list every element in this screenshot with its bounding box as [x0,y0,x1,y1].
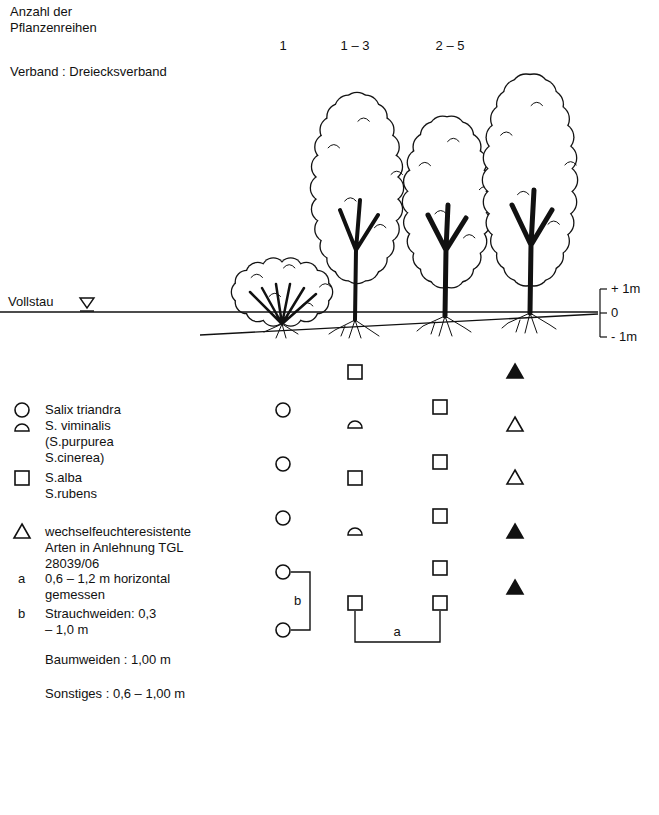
water-level-label: Vollstau [8,294,54,310]
dimension-key: a [18,571,25,587]
column-number: 2 – 5 [436,38,465,54]
ground-line [200,314,598,335]
water-level-symbol [80,298,94,308]
legend-text: S.alba S.rubens [45,470,107,502]
legend-symbols [14,403,30,538]
bond-type: Verband : Dreiecksverband [10,64,167,80]
height-scale [600,289,607,337]
dimension-note: Strauchweiden: 0,3 – 1,0 m [45,606,157,638]
scale-label: - 1m [611,329,637,345]
column-number: 1 [279,38,286,54]
axis-heading: Anzahl der Pflanzenreihen [10,4,125,36]
dimension-b [291,572,310,630]
tree-crowns [231,73,579,326]
legend-text: wechselfeuchteresistente Arten in Anlehn… [45,524,213,572]
dimension-note: Sonstiges : 0,6 – 1,00 m [45,686,185,702]
legend-text: Salix triandra [45,402,121,418]
planting-plan [276,364,523,637]
dimension-label: a [393,624,400,640]
legend-text: S. viminalis (S.purpurea S.cinerea) [45,418,133,466]
tree-trunks [250,190,556,338]
dimension-key: b [18,606,25,622]
tree-crown [231,257,334,326]
column-number: 1 – 3 [341,38,370,54]
dimension-note: Baumweiden : 1,00 m [45,652,171,668]
water-line [0,311,598,312]
scale-label: 0 [611,305,618,321]
scale-label: + 1m [611,281,640,297]
dimension-label: b [294,593,301,609]
dimension-note: 0,6 – 1,2 m horizontal gemessen [45,571,200,603]
dimension-a [355,611,440,642]
